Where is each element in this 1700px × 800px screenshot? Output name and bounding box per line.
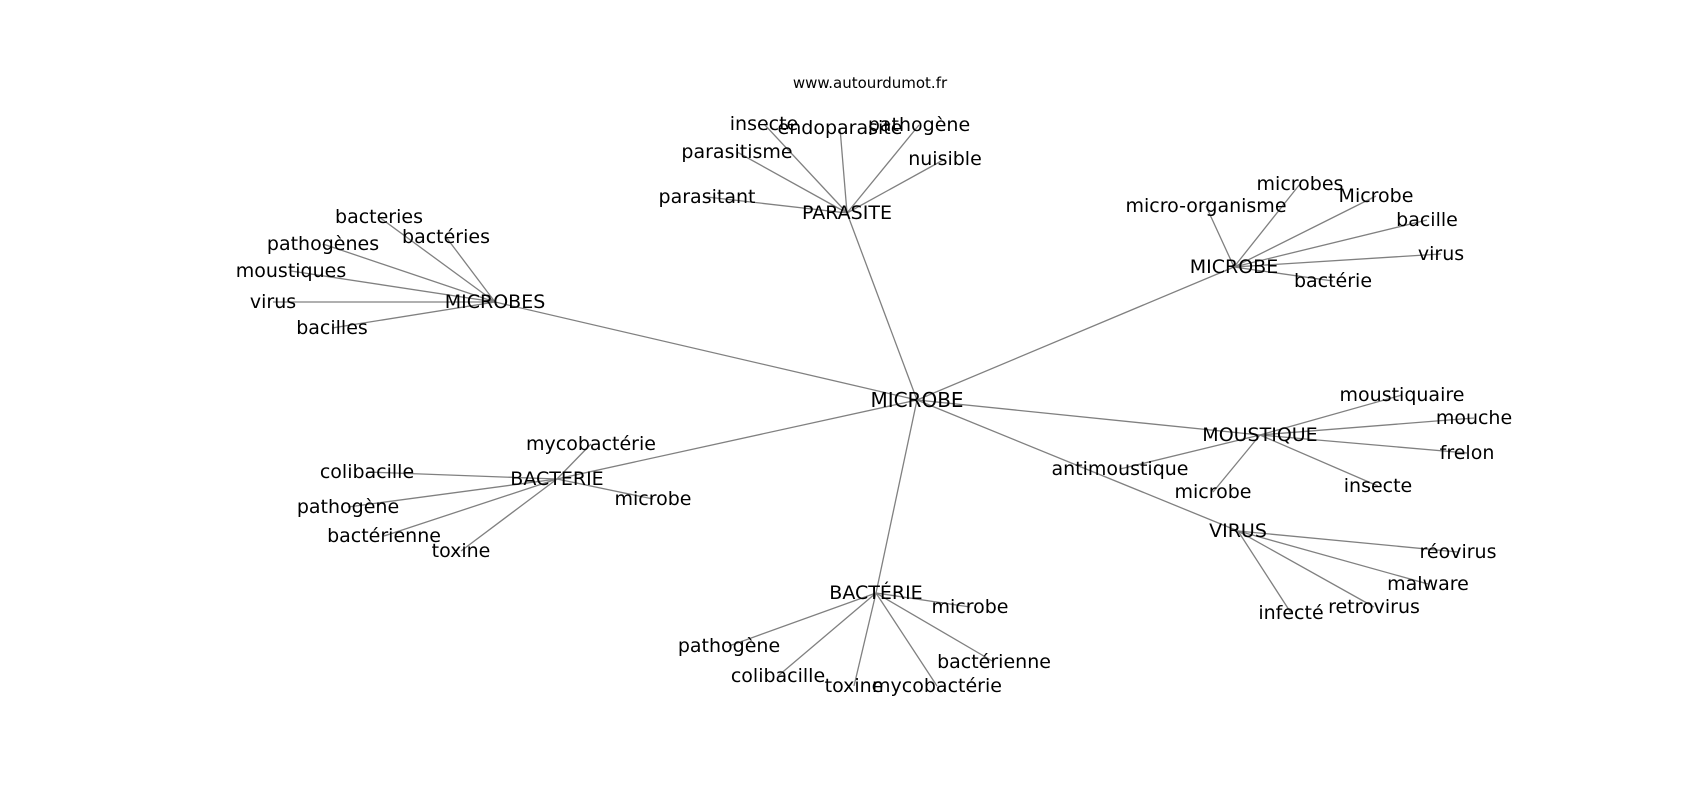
- leaf-node-label: antimoustique: [1051, 458, 1188, 480]
- edge-center-to-cluster: [846, 212, 918, 401]
- leaf-node-label: virus: [1418, 243, 1464, 265]
- edge-cluster-to-leaf: [875, 592, 995, 663]
- graph-labels: MICROBEPARASITEinsecteendoparasitepathog…: [236, 113, 1512, 697]
- graph-edges: [273, 123, 1475, 687]
- leaf-node-label: insecte: [1344, 475, 1413, 497]
- leaf-node-label: bacteries: [335, 206, 423, 228]
- edge-cluster-to-leaf: [383, 478, 558, 537]
- edge-cluster-to-leaf: [1205, 205, 1235, 268]
- leaf-node-label: réovirus: [1420, 541, 1497, 563]
- center-node-label: MICROBE: [870, 388, 963, 412]
- leaf-node-label: insecte: [730, 113, 799, 135]
- leaf-node-label: pathogène: [868, 114, 970, 136]
- leaf-node-label: parasitisme: [681, 141, 792, 163]
- leaf-node-label: infecté: [1258, 602, 1323, 624]
- leaf-node-label: bacilles: [296, 317, 368, 339]
- edge-cluster-to-leaf: [556, 478, 654, 500]
- leaf-node-label: malware: [1387, 573, 1469, 595]
- edge-cluster-to-leaf: [853, 592, 877, 687]
- cluster-node-label: BACTÉRIE: [829, 581, 922, 604]
- edge-center-to-cluster: [556, 399, 918, 480]
- edge-cluster-to-leaf: [736, 151, 848, 214]
- leaf-node-label: endoparasite: [778, 117, 903, 139]
- edge-cluster-to-leaf: [1237, 530, 1459, 553]
- leaf-node-label: microbe: [1174, 481, 1251, 503]
- leaf-node-label: pathogène: [678, 635, 780, 657]
- leaf-node-label: microbe: [614, 488, 691, 510]
- leaf-node-label: microbes: [1257, 173, 1344, 195]
- edge-cluster-to-leaf: [875, 592, 938, 687]
- edge-cluster-to-leaf: [846, 124, 920, 214]
- edge-cluster-to-leaf: [875, 592, 971, 608]
- edge-cluster-to-leaf: [728, 592, 877, 647]
- leaf-node-label: bacille: [1396, 209, 1458, 231]
- edge-cluster-to-leaf: [1233, 183, 1301, 268]
- edge-center-to-cluster: [916, 399, 1261, 436]
- leaf-node-label: mycobactérie: [872, 675, 1002, 697]
- edge-cluster-to-leaf: [290, 270, 496, 303]
- leaf-node-label: toxine: [432, 540, 491, 562]
- edge-cluster-to-leaf: [1259, 434, 1468, 454]
- leaf-node-label: bactérienne: [937, 651, 1051, 673]
- leaf-node-label: retrovirus: [1328, 596, 1420, 618]
- leaf-node-label: bactérie: [1294, 270, 1372, 292]
- cluster-node-label: MOUSTIQUE: [1202, 424, 1317, 446]
- cluster-node-label: VIRUS: [1209, 520, 1267, 542]
- leaf-node-label: mouche: [1436, 407, 1512, 429]
- leaf-node-label: virus: [250, 291, 296, 313]
- cluster-node-label: PARASITE: [802, 202, 892, 224]
- edge-cluster-to-leaf: [846, 158, 946, 214]
- edge-cluster-to-leaf: [378, 216, 496, 303]
- edge-cluster-to-leaf: [839, 127, 848, 214]
- edge-cluster-to-leaf: [1212, 434, 1261, 493]
- leaf-node-label: parasitant: [659, 186, 756, 208]
- cluster-node-label: MICROBES: [445, 291, 546, 313]
- edge-center-to-cluster: [494, 301, 918, 401]
- leaf-node-label: toxine: [825, 675, 884, 697]
- leaf-node-label: nuisible: [908, 148, 982, 170]
- leaf-node-label: colibacille: [731, 665, 825, 687]
- edge-cluster-to-leaf: [1237, 530, 1292, 614]
- edge-center-to-cluster: [916, 266, 1235, 401]
- leaf-node-label: frelon: [1440, 442, 1495, 464]
- edge-cluster-to-leaf: [706, 196, 848, 214]
- leaf-node-label: microbe: [931, 596, 1008, 618]
- leaf-node-label: bactéries: [402, 226, 490, 248]
- edge-cluster-to-leaf: [322, 243, 496, 303]
- edge-center-to-cluster: [875, 399, 918, 594]
- edge-cluster-to-leaf: [1259, 434, 1379, 487]
- leaf-node-label: colibacille: [320, 461, 414, 483]
- edge-cluster-to-leaf: [1259, 394, 1403, 436]
- edge-cluster-to-leaf: [777, 592, 877, 677]
- edge-cluster-to-leaf: [1237, 530, 1375, 608]
- leaf-node-label: micro-organisme: [1125, 195, 1286, 217]
- leaf-node-label: pathogènes: [267, 233, 379, 255]
- edge-cluster-to-leaf: [1233, 219, 1428, 268]
- edge-cluster-to-leaf: [1119, 434, 1261, 470]
- edge-cluster-to-leaf: [460, 478, 558, 552]
- edge-cluster-to-leaf: [1259, 417, 1475, 436]
- source-url: www.autourdumot.fr: [793, 74, 948, 92]
- edge-cluster-to-leaf: [331, 301, 496, 329]
- edge-cluster-to-leaf: [1233, 195, 1377, 268]
- cluster-node-label: MICROBE: [1190, 256, 1278, 278]
- edge-cluster-to-leaf: [1237, 530, 1429, 585]
- edge-cluster-to-leaf: [1233, 266, 1334, 282]
- edge-cluster-to-leaf: [556, 443, 592, 480]
- edge-cluster-to-leaf: [1233, 253, 1442, 268]
- leaf-node-label: pathogène: [297, 496, 399, 518]
- edge-cluster-to-leaf: [366, 471, 558, 480]
- leaf-node-label: bactérienne: [327, 525, 441, 547]
- edge-cluster-to-leaf: [445, 236, 496, 303]
- leaf-node-label: moustiques: [236, 260, 347, 282]
- leaf-node-label: mycobactérie: [526, 433, 656, 455]
- leaf-node-label: Microbe: [1339, 185, 1414, 207]
- leaf-node-label: moustiquaire: [1340, 384, 1465, 406]
- cluster-node-label: BACTERIE: [510, 468, 603, 490]
- edge-cluster-to-leaf: [763, 123, 848, 214]
- edge-center-to-cluster: [916, 399, 1239, 532]
- edge-cluster-to-leaf: [347, 478, 558, 508]
